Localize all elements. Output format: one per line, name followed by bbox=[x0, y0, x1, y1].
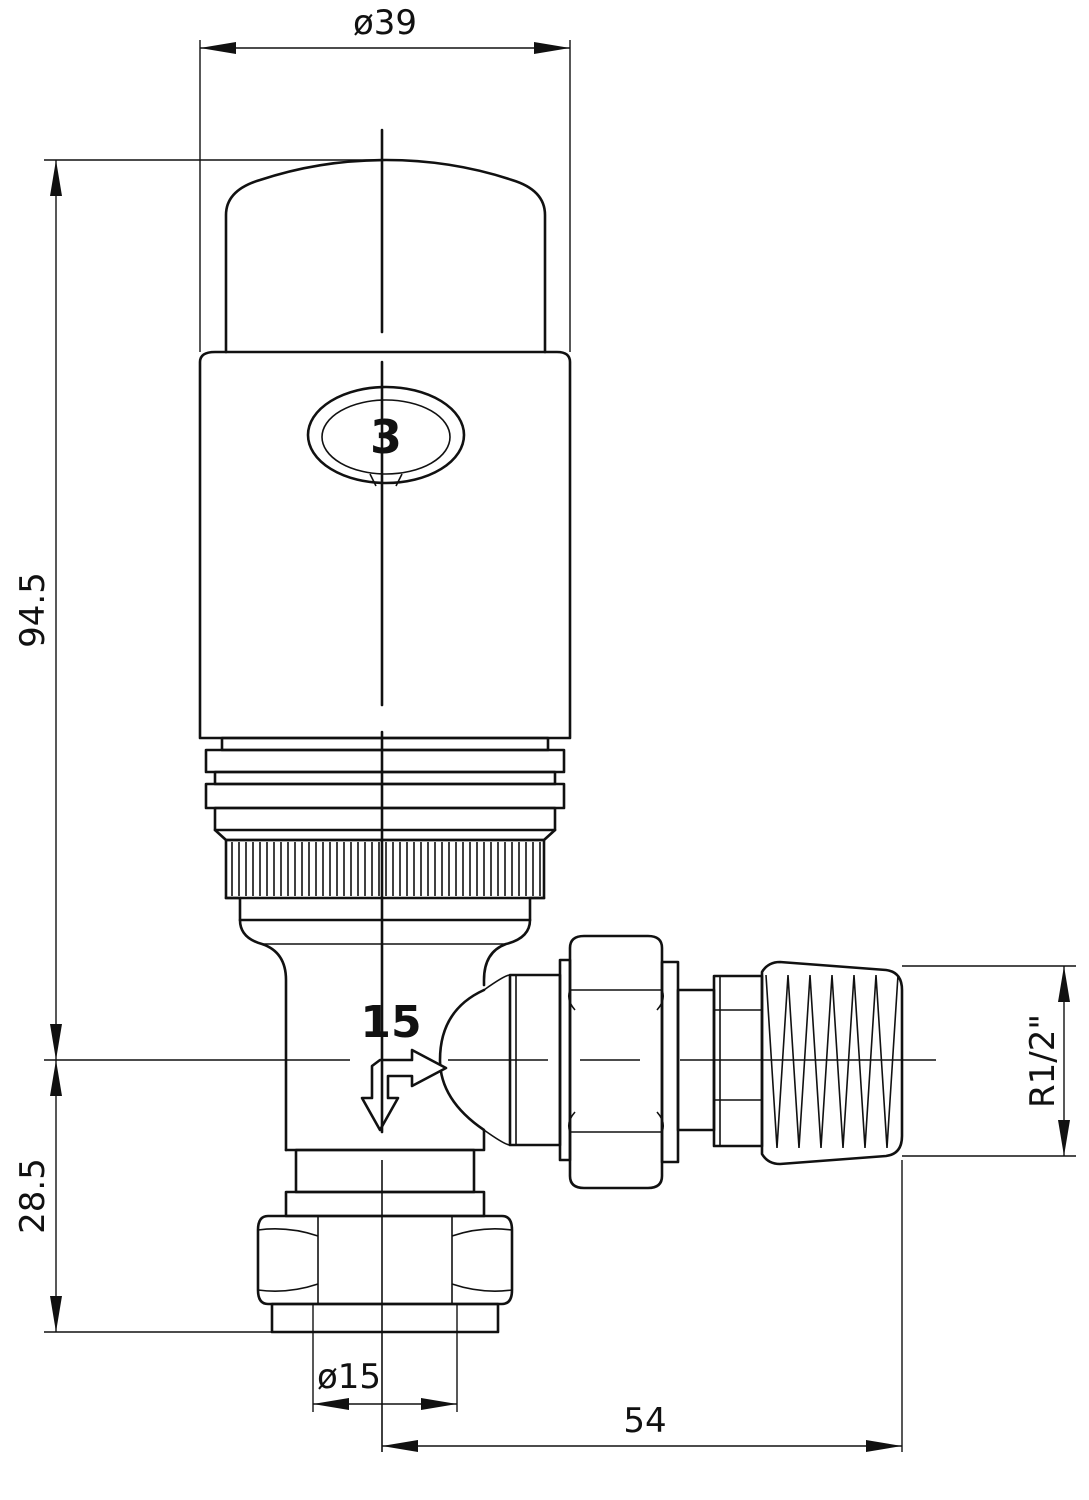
knob-setting-number: 3 bbox=[370, 410, 402, 464]
dim-thread: R1/2" bbox=[1023, 1014, 1063, 1108]
dim-lower-height: 28.5 bbox=[13, 1158, 53, 1234]
collar-rings bbox=[204, 736, 566, 1152]
dim-top-diameter: ø39 bbox=[353, 3, 417, 43]
flow-label: 15 bbox=[360, 997, 421, 1048]
dimension-lines bbox=[44, 40, 1076, 1452]
dim-horizontal-offset: 54 bbox=[623, 1401, 666, 1441]
centre-lines bbox=[44, 128, 936, 1452]
dim-pipe-diameter: ø15 bbox=[317, 1357, 381, 1397]
flow-arrows bbox=[360, 1048, 448, 1132]
valve-body bbox=[256, 974, 514, 1334]
radiator-connector bbox=[508, 934, 904, 1190]
dim-total-height: 94.5 bbox=[13, 572, 53, 648]
